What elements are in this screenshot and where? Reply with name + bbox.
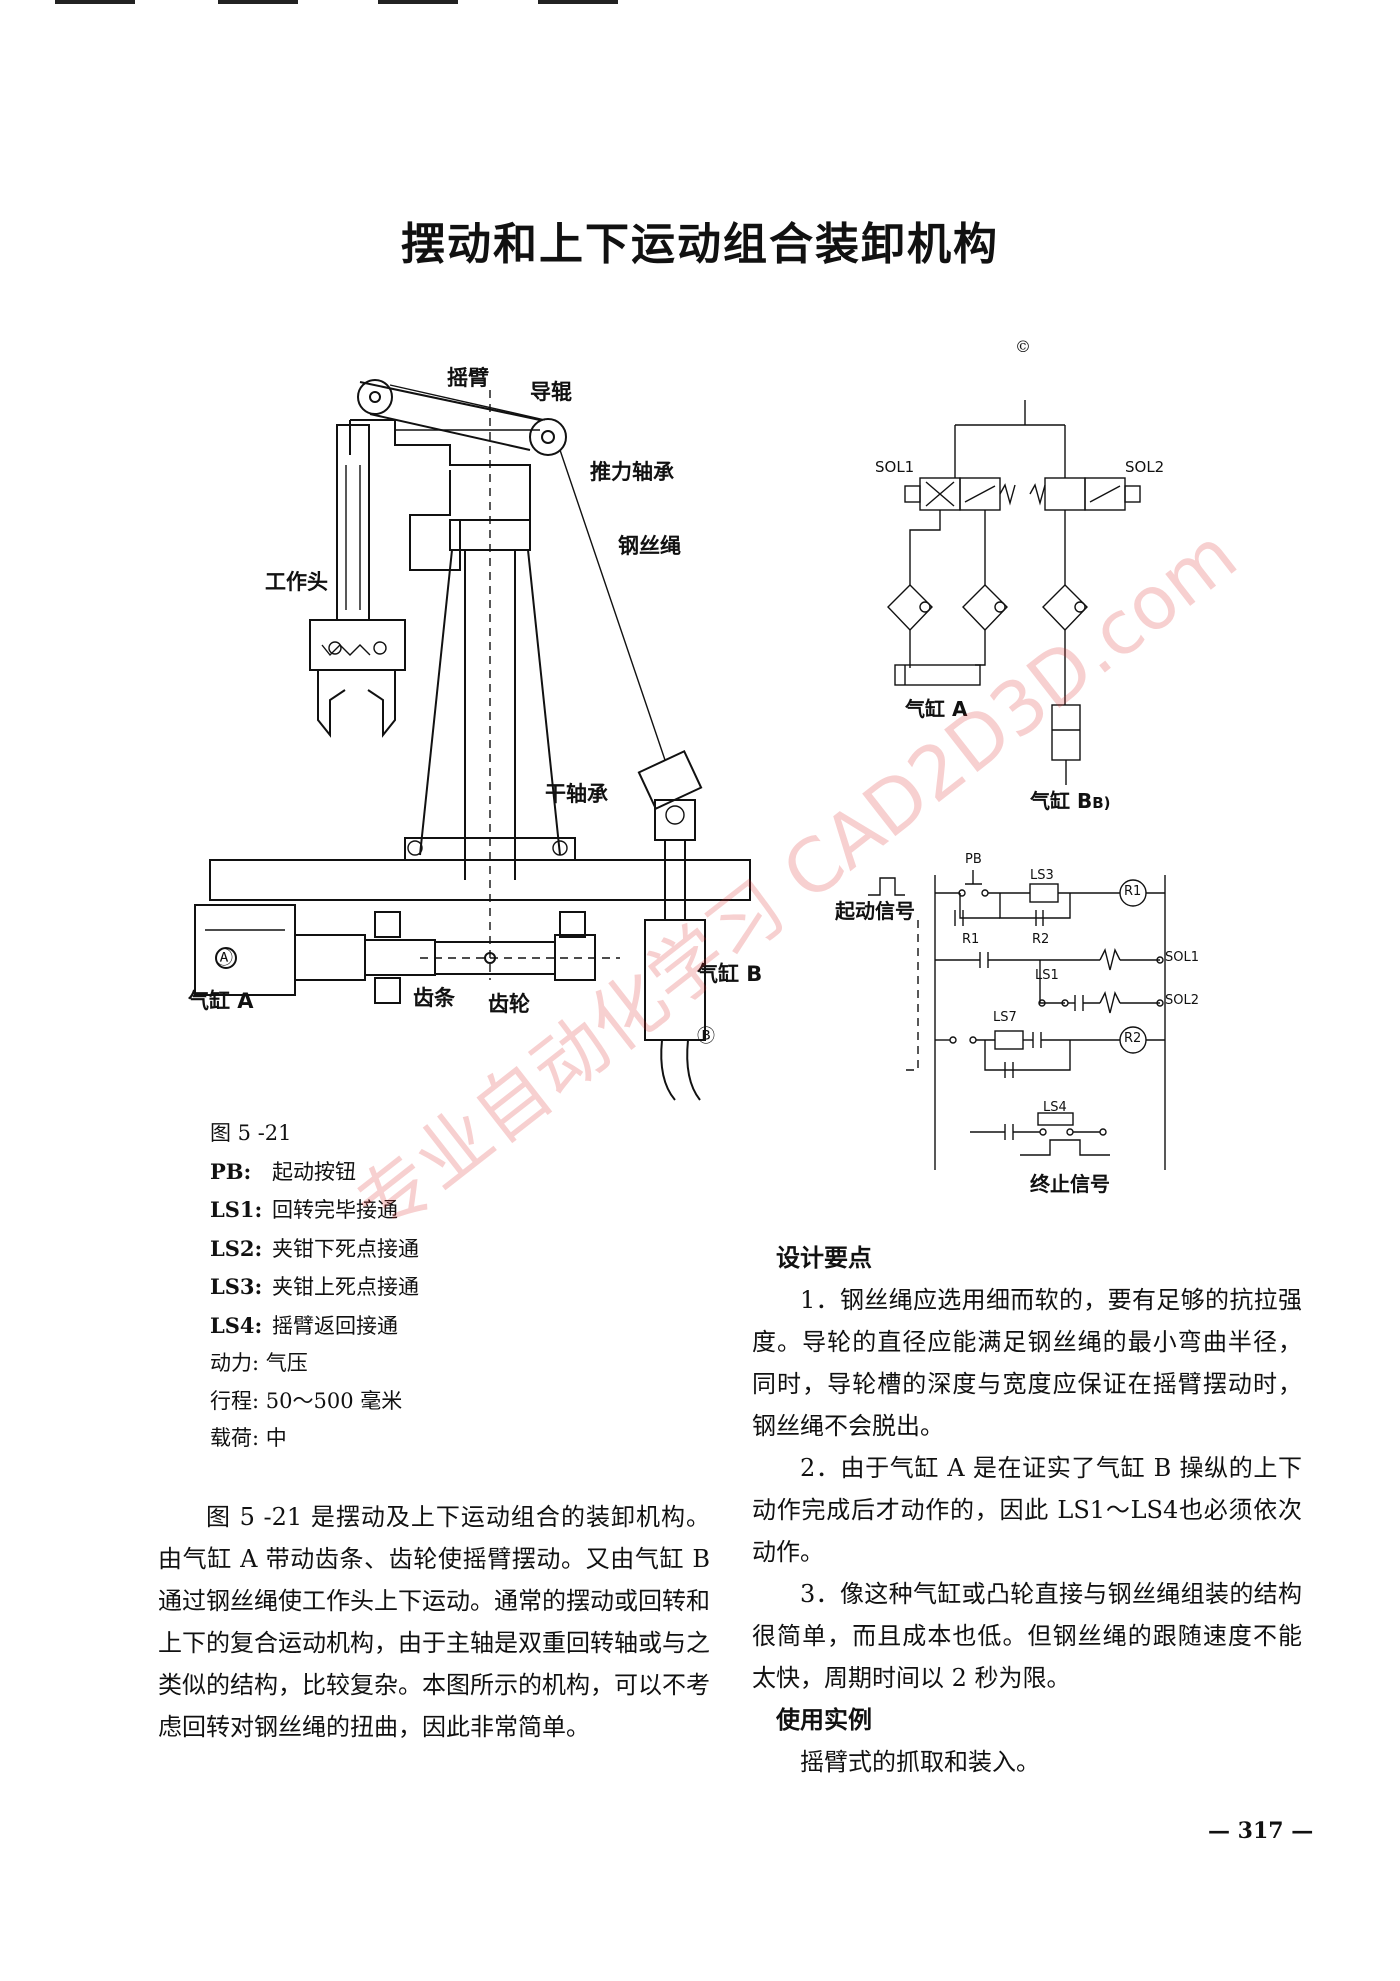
design-point-3: 3．像这种气缸或凸轮直接与钢丝绳组装的结构很简单，而且成本也低。但钢丝绳的跟随速…	[752, 1580, 1302, 1692]
design-point-1: 1．钢丝绳应选用细而软的，要有足够的抗拉强度。导轮的直径应能满足钢丝绳的最小弯曲…	[752, 1286, 1302, 1440]
sol2-label: SOL2	[1125, 458, 1165, 476]
caption-item: LS2:夹钳下死点接通	[210, 1235, 419, 1261]
label-guide-roller: 导辊	[530, 380, 572, 404]
mark-a: Ⓐ	[215, 948, 233, 969]
figure-caption: 图 5 -21 PB:起动按钮 LS1:回转完毕接通 LS2:夹钳下死点接通 L…	[210, 1115, 419, 1458]
use-example-heading: 使用实例	[776, 1706, 872, 1734]
ls7-label: LS7	[993, 1010, 1017, 1025]
top-rule	[538, 0, 618, 4]
caption-item: LS1:回转完毕接通	[210, 1197, 398, 1222]
caption-load: 载荷: 中	[210, 1426, 287, 1450]
caption-item: LS3:夹钳上死点接通	[210, 1274, 419, 1299]
ls4-label: LS4	[1043, 1100, 1067, 1115]
label-cylinder-a: 气缸 A	[188, 989, 254, 1013]
label-gear: 齿轮	[488, 992, 530, 1016]
label-thrust-bearing: 推力轴承	[590, 460, 674, 484]
top-rule	[378, 0, 458, 4]
page-title: 摆动和上下运动组合装卸机构	[401, 219, 999, 270]
r1-contact-label: R1	[962, 932, 980, 947]
label-rocker-arm: 摇臂	[447, 366, 489, 390]
start-signal-label: 起动信号	[835, 899, 915, 923]
label-dry-bearing: 干轴承	[545, 782, 608, 806]
label-work-head: 工作头	[265, 570, 328, 594]
body-text: 图 5 -21 是摆动及上下运动组合的装卸机构。由气缸 A 带动齿条、齿轮使摇臂…	[158, 1503, 710, 1741]
pb-label: PB	[965, 852, 982, 867]
right-column: 设计要点 1．钢丝绳应选用细而软的，要有足够的抗拉强度。导轮的直径应能满足钢丝绳…	[752, 1237, 1302, 1783]
sol2-coil-label: SOL2	[1165, 993, 1199, 1008]
page-number: — 317 —	[1208, 1818, 1314, 1844]
sol1-label: SOL1	[875, 458, 915, 476]
label-wire-rope: 钢丝绳	[618, 534, 681, 558]
label-cylinder-b: 气缸 B	[697, 962, 763, 986]
mark-b: Ⓑ	[697, 1026, 715, 1047]
ls1-label: LS1	[1035, 968, 1059, 983]
label-rack: 齿条	[413, 986, 455, 1010]
caption-item: LS4:摇臂返回接通	[210, 1312, 398, 1338]
caption-item: PB:起动按钮	[210, 1158, 356, 1184]
design-points-heading: 设计要点	[776, 1244, 872, 1272]
pneu-cylinder-a-label: 气缸 A	[905, 697, 968, 721]
caption-stroke: 行程: 50～500 毫米	[210, 1388, 403, 1413]
figure-number: 图 5 -21	[210, 1121, 292, 1145]
top-rule	[55, 0, 135, 4]
r2-contact-label: R2	[1032, 932, 1050, 947]
coil-r2-label: R2	[1124, 1031, 1142, 1046]
left-paragraph: 图 5 -21 是摆动及上下运动组合的装卸机构。由气缸 A 带动齿条、齿轮使摇臂…	[158, 1496, 710, 1748]
top-rule	[218, 0, 298, 4]
design-point-2: 2．由于气缸 A 是在证实了气缸 B 操纵的上下动作完成后才动作的，因此 LS1…	[752, 1454, 1302, 1566]
pneumatic-mark: ©	[1015, 337, 1031, 356]
end-signal-label: 终止信号	[1030, 1172, 1110, 1196]
pneu-cylinder-b-label: 气缸 BB)	[1030, 789, 1111, 813]
ls3-label: LS3	[1030, 868, 1054, 883]
sol1-coil-label: SOL1	[1165, 950, 1199, 965]
use-example-text: 摇臂式的抓取和装入。	[800, 1748, 1040, 1776]
caption-power: 动力: 气压	[210, 1351, 308, 1375]
coil-r1-label: R1	[1124, 884, 1142, 899]
